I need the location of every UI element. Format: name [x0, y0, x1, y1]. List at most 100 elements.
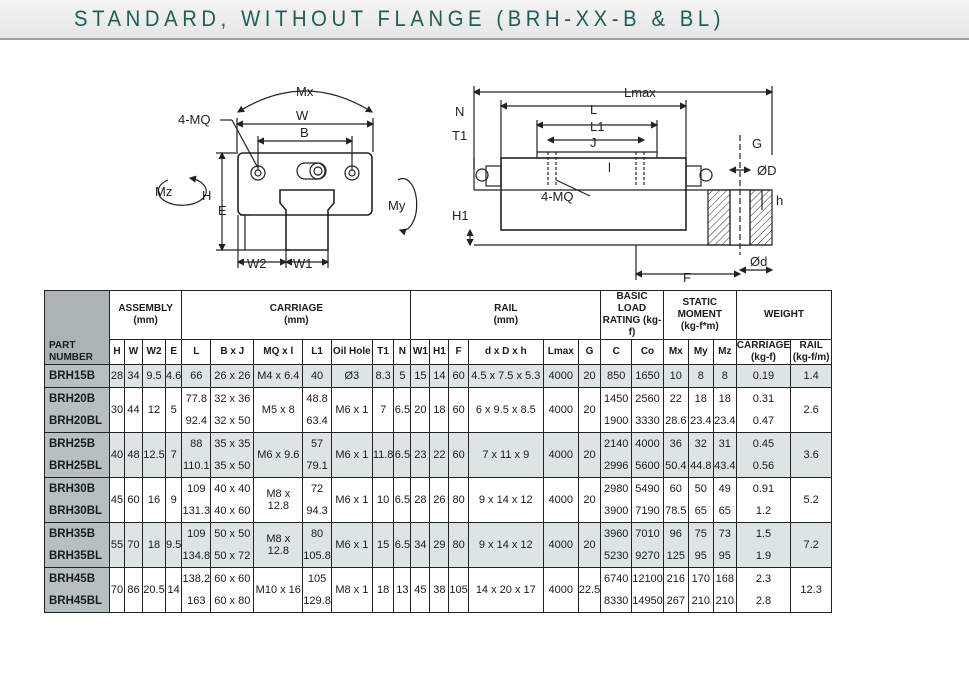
cell-e: 5 — [164, 387, 183, 433]
cell-mq-x-l: M10 x 16 — [253, 567, 304, 613]
cell-w: 44 — [124, 387, 143, 433]
cell-my: 8 — [687, 364, 714, 388]
label-t1: T1 — [452, 128, 467, 143]
header-carriage: CARRIAGE(mm) — [181, 290, 412, 340]
header-assembly-unit: (mm) — [133, 315, 158, 326]
header-part-line1: PART — [49, 340, 76, 351]
header-carriage-unit: (mm) — [284, 315, 309, 326]
cell-mq-x-l: M8 x 12.8 — [253, 477, 304, 523]
label-g: G — [752, 136, 762, 151]
cell-w1: 20 — [410, 387, 431, 433]
cell-g: 20 — [577, 432, 602, 478]
label-n: N — [455, 104, 464, 119]
cell-w: 48 — [124, 432, 143, 478]
cell-t1: 10 — [371, 477, 395, 523]
cell-f: 60 — [448, 387, 469, 433]
side-view-labels: Lmax N L T1 L1 J l 4-MQ H1 G ØD h Ød F — [452, 85, 783, 285]
cell-lmax: 4000 — [542, 387, 579, 433]
cell-lmax: 4000 — [542, 522, 579, 568]
label-l1: L1 — [590, 119, 604, 134]
cell-mq-x-l: M6 x 9.6 — [253, 432, 304, 478]
column-header-co: Co — [631, 339, 664, 365]
cell-h1: 29 — [429, 522, 450, 568]
cell-f: 60 — [448, 364, 469, 388]
column-header-lmax: Lmax — [542, 339, 579, 365]
cell-g: 22.5 — [577, 567, 602, 613]
column-header-e: E — [164, 339, 183, 365]
cell-weight-rail: 5.2 — [790, 477, 833, 523]
cell-e: 9.5 — [164, 522, 183, 568]
cell-f: 80 — [448, 522, 469, 568]
header-moment-unit: (kg-f*m) — [680, 321, 719, 332]
cell-w2: 18 — [142, 522, 166, 568]
cell-oil-hole: M8 x 1 — [330, 567, 373, 613]
header-static-moment: STATIC MOMENT(kg-f*m) — [662, 290, 737, 340]
cell-h: 40 — [109, 432, 125, 478]
label-w: W — [296, 108, 309, 123]
cell-oil-hole: M6 x 1 — [330, 387, 373, 433]
cell-w2: 20.5 — [142, 567, 166, 613]
column-header-mz: Mz — [712, 339, 737, 365]
cell-oil-hole: M6 x 1 — [330, 432, 373, 478]
cell-n: 6.5 — [393, 522, 412, 568]
cell-h1: 26 — [429, 477, 450, 523]
cell-w: 86 — [124, 567, 143, 613]
cell-weight-rail: 2.6 — [790, 387, 833, 433]
cell-w2: 9.5 — [142, 364, 166, 388]
column-header-my: My — [687, 339, 714, 365]
cell-weight-rail: 3.6 — [790, 432, 833, 478]
cell-h: 45 — [109, 477, 125, 523]
part-number-cell: BRH15B — [44, 364, 110, 388]
cell-w1: 45 — [410, 567, 431, 613]
cell-f: 60 — [448, 432, 469, 478]
cell-w2: 16 — [142, 477, 166, 523]
column-header-weight-carriage: CARRIAGE(kg-f) — [735, 339, 792, 365]
header-rail: RAIL(mm) — [410, 290, 602, 340]
cell-w2: 12.5 — [142, 432, 166, 478]
cell-l: 66 — [181, 364, 212, 388]
column-header-n: N — [393, 339, 412, 365]
header-weight: WEIGHT — [735, 290, 833, 340]
header-carriage-name: CARRIAGE — [269, 303, 324, 314]
label-l-small: l — [608, 160, 611, 175]
cell-h: 30 — [109, 387, 125, 433]
cell-b-x-j: 26 x 26 — [210, 364, 255, 388]
label-h: H — [202, 188, 211, 203]
cell-n: 13 — [393, 567, 412, 613]
column-header-h: H — [109, 339, 125, 365]
header-assembly: ASSEMBLY(mm) — [108, 290, 183, 340]
